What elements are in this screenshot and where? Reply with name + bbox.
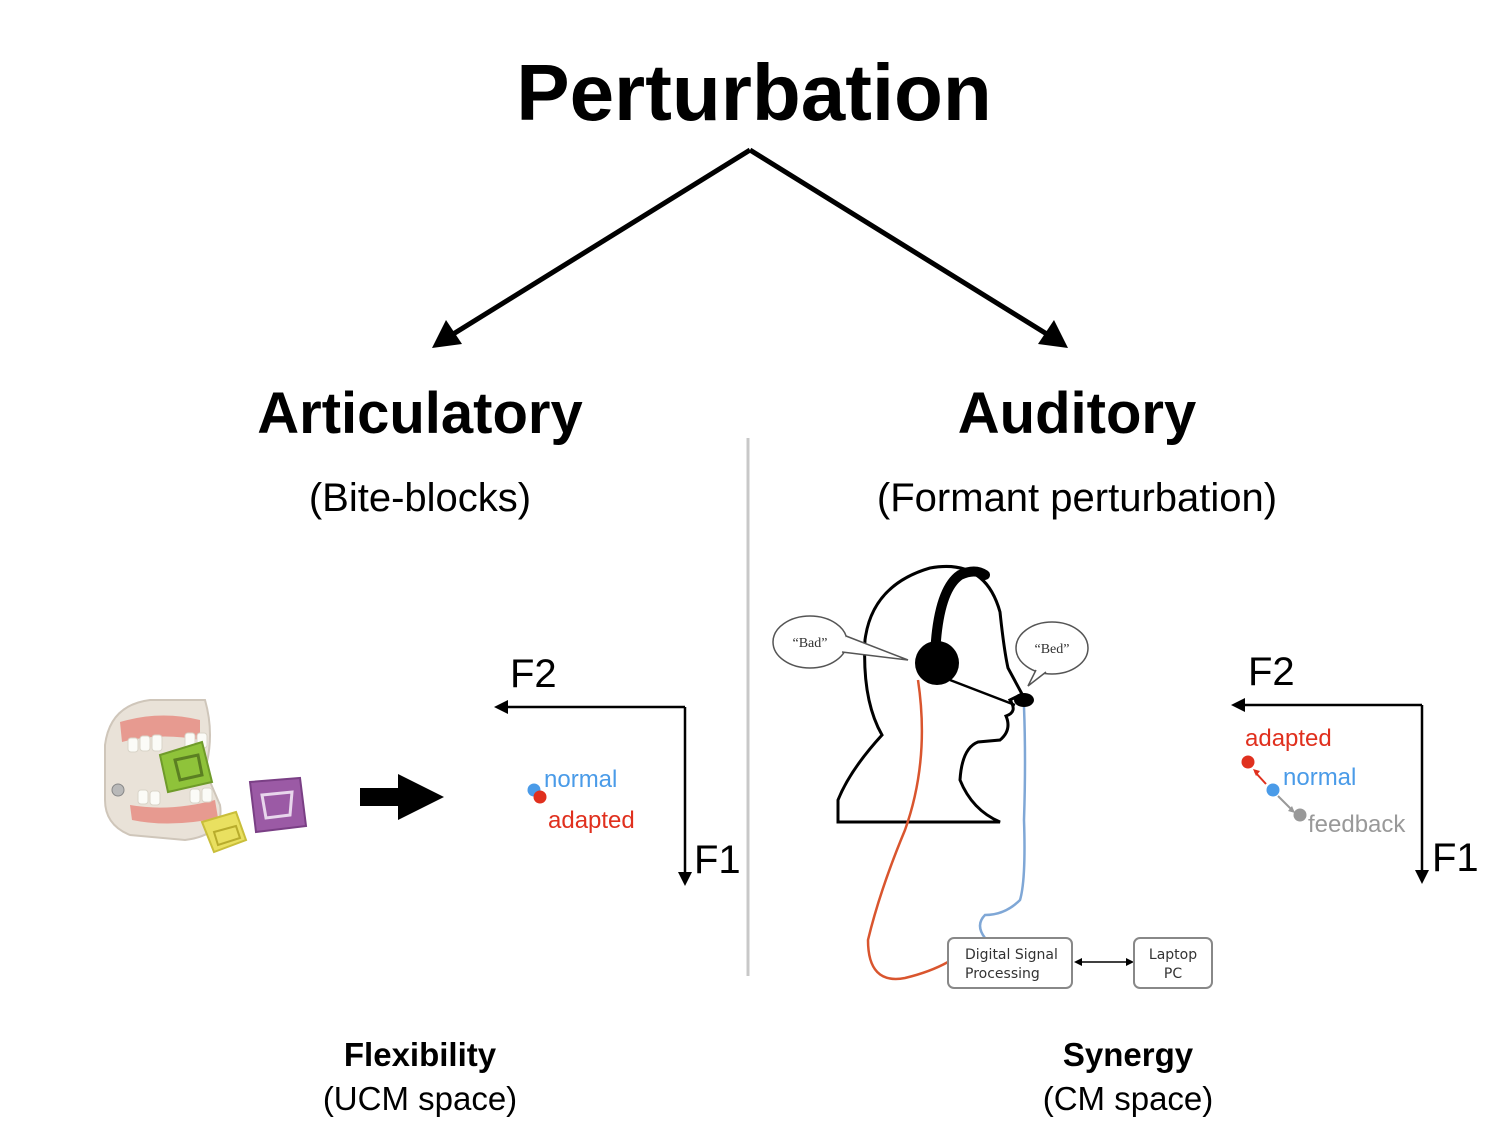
bubble-text-bed: “Bed” bbox=[1035, 642, 1070, 657]
heading-articulatory: Articulatory bbox=[257, 381, 583, 446]
red-wire bbox=[866, 679, 949, 981]
caption-ucm-space: (UCM space) bbox=[322, 1080, 518, 1117]
left-axis-f2: F2 bbox=[510, 652, 557, 696]
left-axis-f1: F1 bbox=[694, 838, 741, 882]
right-axis-f2: F2 bbox=[1248, 650, 1295, 694]
speech-bubble-bed bbox=[1015, 621, 1089, 687]
right-point-adapted bbox=[1241, 755, 1255, 769]
right-plot-shift-arrows bbox=[1253, 769, 1295, 813]
branch-arrow-right bbox=[748, 147, 1068, 348]
left-plot-axes bbox=[494, 700, 692, 886]
dsp-box bbox=[947, 937, 1073, 989]
left-point-adapted bbox=[533, 790, 547, 804]
left-label-adapted: adapted bbox=[548, 807, 635, 834]
right-point-normal bbox=[1266, 783, 1280, 797]
caption-cm-space: (CM space) bbox=[1042, 1080, 1214, 1117]
right-point-feedback bbox=[1293, 808, 1307, 822]
caption-flexibility: Flexibility bbox=[343, 1036, 497, 1073]
subheading-formant: (Formant perturbation) bbox=[876, 476, 1278, 520]
bite-block-model-image bbox=[104, 699, 308, 854]
laptop-box bbox=[1133, 937, 1213, 989]
right-label-normal: normal bbox=[1283, 764, 1357, 791]
dsp-line-2: Processing bbox=[965, 966, 1040, 982]
speech-bubble-bad bbox=[772, 615, 909, 669]
caption-synergy: Synergy bbox=[1062, 1036, 1194, 1073]
heading-auditory: Auditory bbox=[957, 381, 1197, 446]
transform-arrow bbox=[360, 774, 444, 820]
page-title: Perturbation bbox=[516, 48, 992, 137]
left-label-normal: normal bbox=[544, 766, 618, 793]
laptop-line-1: Laptop bbox=[1149, 947, 1197, 963]
right-label-feedback: feedback bbox=[1308, 811, 1406, 838]
branch-arrow-left bbox=[432, 147, 752, 348]
dsp-laptop-link bbox=[1074, 958, 1134, 966]
subheading-bite-blocks: (Bite-blocks) bbox=[308, 476, 532, 520]
laptop-line-2: PC bbox=[1164, 966, 1182, 982]
head-illustration bbox=[836, 564, 1025, 824]
blue-wire bbox=[978, 706, 1027, 939]
bubble-text-bad: “Bad” bbox=[793, 636, 828, 651]
dsp-line-1: Digital Signal bbox=[965, 947, 1058, 963]
right-label-adapted: adapted bbox=[1245, 725, 1332, 752]
headset-icon bbox=[915, 566, 1034, 707]
right-axis-f1: F1 bbox=[1432, 836, 1479, 880]
right-plot-axes bbox=[1231, 698, 1429, 884]
